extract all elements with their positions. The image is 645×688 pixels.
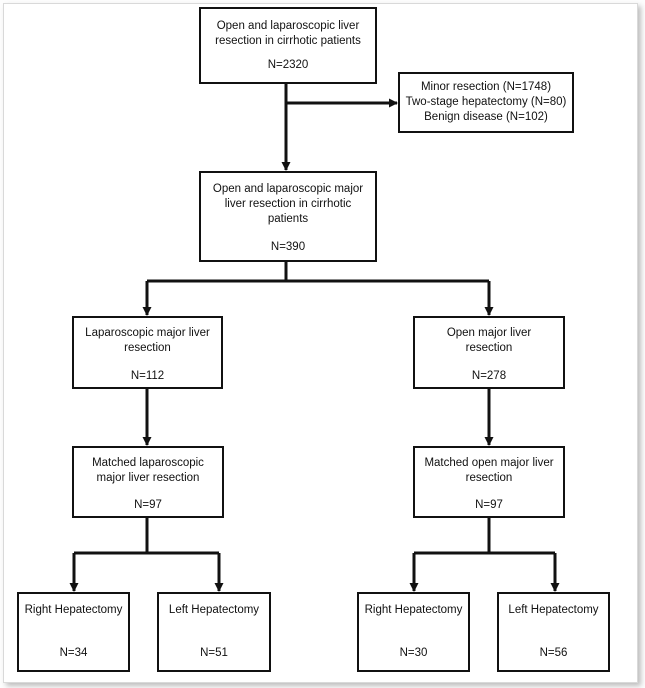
box-major: Open and laparoscopic major liver resect… <box>199 171 377 262</box>
box-open-right-label: Right Hepatectomy <box>364 604 463 616</box>
box-lap-matched: Matched laparoscopic major liver resecti… <box>72 446 224 518</box>
box-open-right-count: N=30 <box>399 647 428 659</box>
box-root-count: N=2320 <box>267 59 309 71</box>
excluded-line-2: Two-stage hepatectomy (N=80) <box>405 96 567 108</box>
box-root: Open and laparoscopic liver resection in… <box>199 7 377 84</box>
box-lap-matched-label: Matched laparoscopic major liver resecti… <box>92 457 204 484</box>
box-open-count: N=278 <box>471 370 507 382</box>
box-lap-matched-count: N=97 <box>134 499 162 511</box>
box-open-matched: Matched open major liver resection N=97 <box>413 446 565 518</box>
box-lap-left-count: N=51 <box>200 647 228 659</box>
box-lap-label: Laparoscopic major liver resection <box>85 327 210 354</box>
box-open-label: Open major liver resection <box>446 327 532 354</box>
box-lap-count: N=112 <box>130 370 165 382</box>
box-open-left-hepatectomy: Left Hepatectomy N=56 <box>497 592 610 672</box>
box-lap-left-hepatectomy: Left Hepatectomy N=51 <box>157 592 271 672</box>
excluded-line-3: Benign disease (N=102) <box>424 111 548 123</box>
box-root-label: Open and laparoscopic liver resection in… <box>215 20 361 47</box>
box-open-left-label: Left Hepatectomy <box>508 604 599 616</box>
box-major-label: Open and laparoscopic major liver resect… <box>212 183 364 225</box>
box-open: Open major liver resection N=278 <box>413 316 565 389</box>
box-open-matched-count: N=97 <box>475 499 503 511</box>
box-major-count: N=390 <box>270 241 306 253</box>
box-lap-right-count: N=34 <box>59 647 88 659</box>
box-lap-left-label: Left Hepatectomy <box>168 604 260 616</box>
box-excluded: Minor resection (N=1748) Two-stage hepat… <box>398 72 574 133</box>
box-open-matched-label: Matched open major liver resection <box>424 457 554 484</box>
box-open-left-count: N=56 <box>539 647 568 659</box>
box-open-right-hepatectomy: Right Hepatectomy N=30 <box>357 592 470 672</box>
box-lap-right-hepatectomy: Right Hepatectomy N=34 <box>17 592 130 672</box>
box-lap: Laparoscopic major liver resection N=112 <box>72 316 223 389</box>
box-lap-right-label: Right Hepatectomy <box>24 604 123 616</box>
excluded-line-1: Minor resection (N=1748) <box>420 81 552 93</box>
